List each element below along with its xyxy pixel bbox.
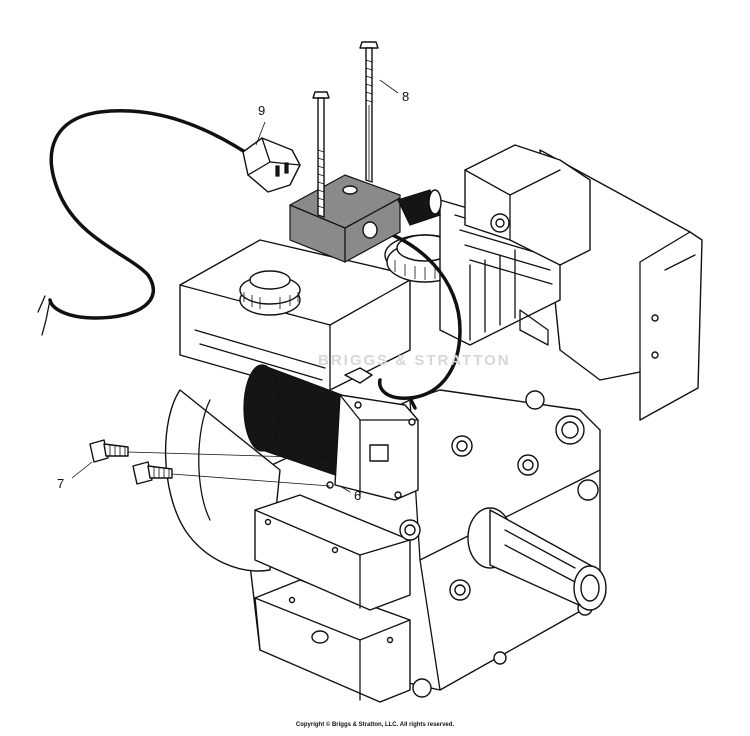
- watermark-text: BRIGGS & STRATTON: [318, 352, 511, 369]
- copyright-notice: Copyright © Briggs & Stratton, LLC. All …: [295, 722, 455, 728]
- callout-8: 8: [402, 89, 410, 104]
- outlet-plug-icon: [242, 137, 301, 193]
- callout-7: 7: [57, 476, 65, 491]
- power-cord-icon: [37, 109, 247, 336]
- screw-icon: [312, 41, 379, 218]
- starter-motor-icon: [243, 364, 419, 501]
- crankshaft-icon: [467, 507, 607, 611]
- screw-icon: [89, 439, 331, 487]
- callout-6: 6: [354, 488, 362, 503]
- callout-9: 9: [258, 103, 266, 118]
